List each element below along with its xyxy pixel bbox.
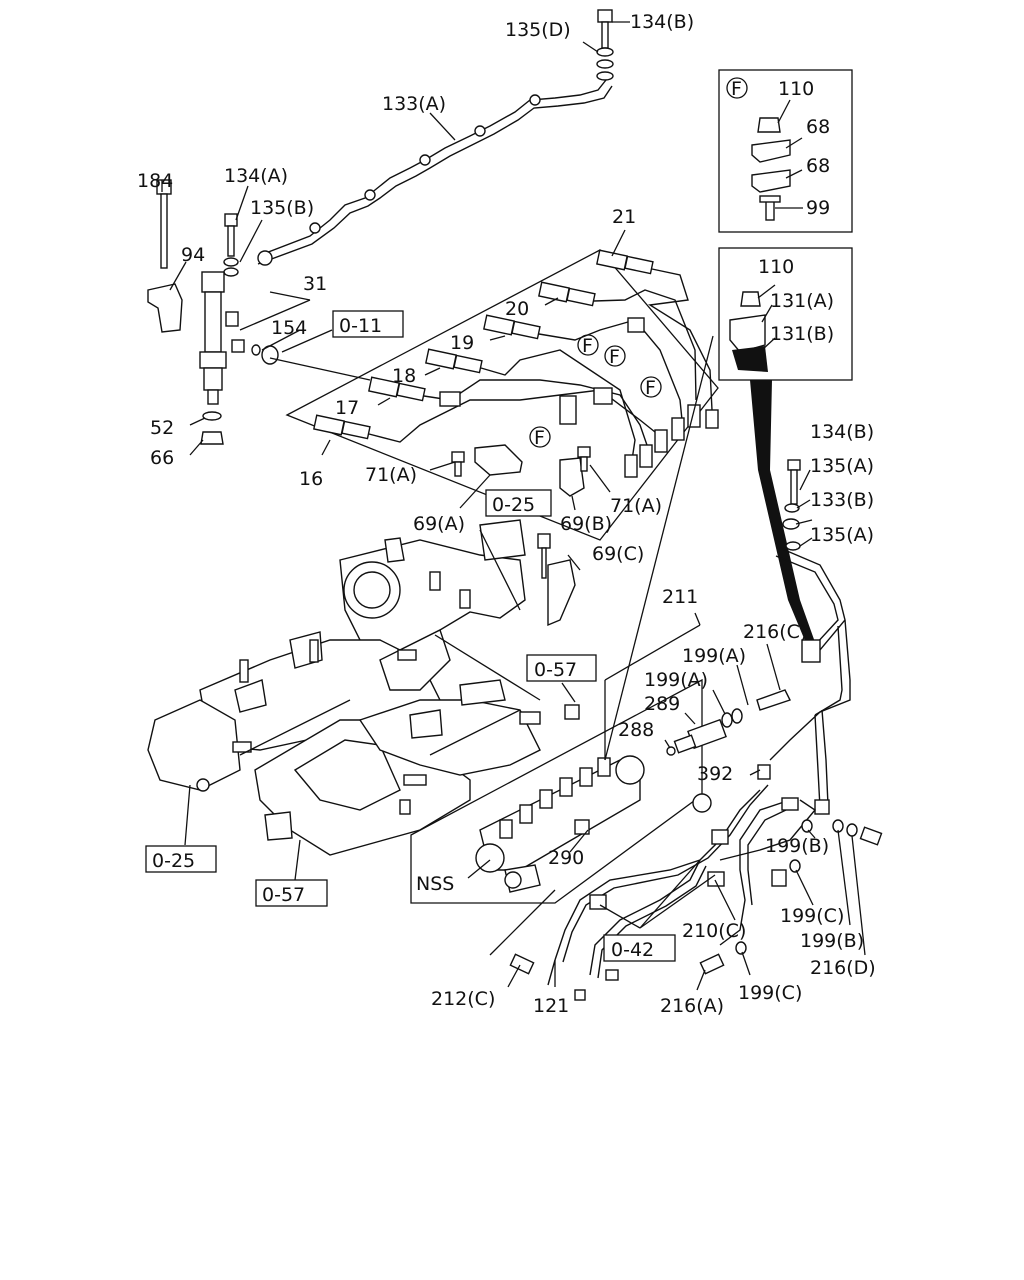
label-199b-1: 199(B): [765, 835, 829, 857]
label-290: 290: [548, 847, 584, 869]
label-135b: 135(B): [250, 197, 314, 219]
label-199a-2: 199(A): [644, 669, 708, 691]
label-66: 66: [150, 447, 174, 469]
bracket-69b: [559, 457, 585, 497]
label-210c: 210(C): [682, 920, 746, 942]
svg-text:0-42: 0-42: [611, 939, 654, 961]
leader-lines: [161, 21, 866, 991]
label-134a: 134(A): [224, 165, 288, 187]
label-133b: 133(B): [810, 489, 874, 511]
sensor-289: [666, 689, 791, 756]
label-18: 18: [392, 365, 416, 387]
svg-text:0-57: 0-57: [262, 884, 305, 906]
svg-text:0-25: 0-25: [152, 850, 195, 872]
ref-0-57-mid[interactable]: 0-57: [526, 654, 597, 682]
ref-0-57-bot[interactable]: 0-57: [255, 879, 328, 907]
rail-outline: [410, 678, 703, 904]
manifold: [147, 519, 580, 856]
ref-0-11[interactable]: 0-11: [332, 310, 404, 338]
label-154: 154: [271, 317, 307, 339]
inset2-parts: [729, 284, 776, 372]
label-nss: NSS: [416, 873, 454, 895]
label-f2: F: [609, 346, 620, 368]
label-199b-2: 199(B): [800, 930, 864, 952]
label-199c-2: 199(C): [738, 982, 802, 1004]
label-133a: 133(A): [382, 93, 446, 115]
label-216a: 216(A): [660, 995, 724, 1017]
label-288: 288: [618, 719, 654, 741]
label-31: 31: [303, 273, 327, 295]
fuel-lines: [313, 249, 719, 478]
label-69b: 69(B): [560, 513, 612, 535]
label-135a-2: 135(A): [810, 524, 874, 546]
bolt-134b-top: [596, 9, 614, 81]
label-19: 19: [450, 332, 474, 354]
bracket-69a: [474, 444, 523, 476]
part-labels: 135(D) 134(B) 133(A) 184 134(A) 135(B) 9…: [137, 11, 876, 1017]
common-rail: [475, 755, 712, 893]
pipe-133a: [257, 79, 607, 257]
label-69a: 69(A): [413, 513, 465, 535]
label-68-2: 68: [806, 155, 830, 177]
label-135a-1: 135(A): [810, 455, 874, 477]
label-20: 20: [505, 298, 529, 320]
inset-f-marker: [726, 77, 748, 99]
label-184: 184: [137, 170, 173, 192]
inset1-parts: [751, 99, 803, 221]
label-289: 289: [644, 693, 680, 715]
label-110-1: 110: [778, 78, 814, 100]
label-69c: 69(C): [592, 543, 644, 565]
label-211: 211: [662, 586, 698, 608]
label-21: 21: [612, 206, 636, 228]
cable: [750, 380, 816, 648]
svg-text:0-57: 0-57: [534, 659, 577, 681]
svg-text:0-25: 0-25: [492, 494, 535, 516]
label-216c: 216(C): [743, 621, 807, 643]
inset-f-letter: F: [731, 78, 742, 100]
injector-assembly: [147, 179, 279, 445]
label-17: 17: [335, 397, 359, 419]
label-68-1: 68: [806, 116, 830, 138]
label-99: 99: [806, 197, 830, 219]
label-134b-top: 134(B): [630, 11, 694, 33]
label-131b: 131(B): [770, 323, 834, 345]
label-110-2: 110: [758, 256, 794, 278]
label-94: 94: [181, 244, 205, 266]
label-16: 16: [299, 468, 323, 490]
svg-text:0-11: 0-11: [339, 315, 382, 337]
label-71a-1: 71(A): [365, 464, 417, 486]
label-f4: F: [534, 427, 545, 449]
right-pipes: [509, 459, 883, 1001]
label-199c-1: 199(C): [780, 905, 844, 927]
ref-0-25-top[interactable]: 0-25: [485, 489, 552, 517]
label-134b-right: 134(B): [810, 421, 874, 443]
ref-0-42[interactable]: 0-42: [603, 934, 676, 962]
ref-0-25-bot[interactable]: 0-25: [145, 845, 217, 873]
label-212c: 212(C): [431, 988, 495, 1010]
label-121: 121: [533, 995, 569, 1017]
label-52: 52: [150, 417, 174, 439]
label-392: 392: [697, 763, 733, 785]
label-71a-2: 71(A): [610, 495, 662, 517]
label-199a-1: 199(A): [682, 645, 746, 667]
label-f1: F: [582, 335, 593, 357]
label-216d: 216(D): [810, 957, 876, 979]
label-135d: 135(D): [505, 19, 571, 41]
label-f3: F: [645, 377, 656, 399]
label-131a: 131(A): [770, 290, 834, 312]
